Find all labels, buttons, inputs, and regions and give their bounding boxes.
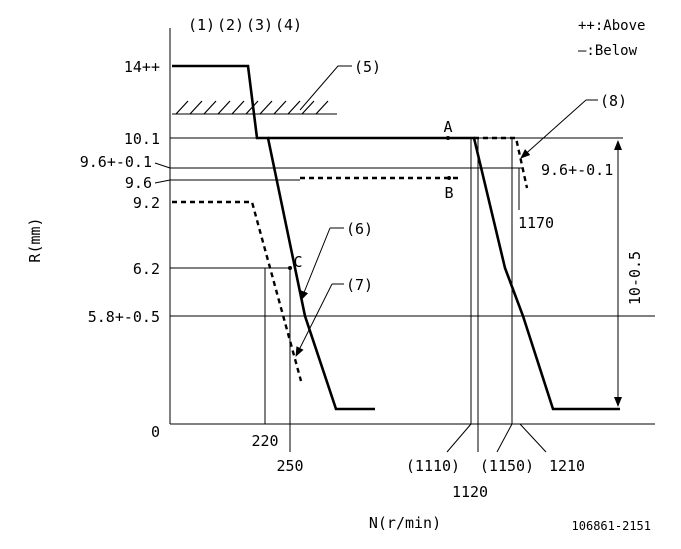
point-c-marker [288,266,292,270]
leader-7-arrow [295,283,333,357]
point-a-label: A [443,118,452,136]
callout-8: (8) [600,92,627,110]
origin-label: 0 [151,423,160,441]
y-axis-label: R(mm) [26,217,44,262]
point-b-label: B [444,184,453,202]
xtick-1170: 1170 [518,214,554,232]
leader-9-6-tol [154,162,171,169]
ytick-9-2: 9.2 [133,194,160,212]
cond-label-3: (3) [246,16,273,34]
right-solid-curve [268,136,620,411]
leader-9-6 [154,179,171,184]
xtick-250: 250 [276,457,303,475]
point-b-marker [447,176,451,180]
xtick-1150: (1150) [480,457,534,475]
vertical-dim-label: 10-0.5 [626,251,644,305]
leader-6-arrow [300,227,331,301]
leader-8-arrow [520,99,587,159]
right-value-label: 9.6+-0.1 [541,161,613,179]
ytick-9-6-tol: 9.6+-0.1 [80,153,152,171]
cond-label-1: (1) [188,16,215,34]
xtick-1210: 1210 [549,457,585,475]
xtick-1110: (1110) [406,457,460,475]
callout-7: (7) [346,276,373,294]
callout-5: (5) [354,58,381,76]
right-dashed-top [474,136,529,189]
ytick-9-6: 9.6 [125,174,152,192]
ytick-10-1: 10.1 [124,130,160,148]
cond-label-4: (4) [275,16,302,34]
ytick-5-8: 5.8+-0.5 [88,308,160,326]
cond-label-2: (2) [217,16,244,34]
leader-5 [299,65,352,111]
leader-1210 [519,423,547,453]
ytick-14: 14++ [124,58,160,76]
xtick-1120: 1120 [452,483,488,501]
point-a-marker [446,136,450,140]
left-dashed-curve [172,200,303,382]
left-solid-curve [172,64,375,411]
legend-below: —:Below [578,43,638,59]
leader-1150 [496,423,513,453]
drawing-id: 106861-2151 [572,519,651,533]
leader-1110 [446,423,472,453]
legend-above: ++:Above [578,18,645,34]
hatch-marks [175,100,329,115]
callout-6: (6) [346,220,373,238]
x-axis-label: N(r/min) [369,514,441,532]
xtick-220: 220 [251,432,278,450]
ytick-6-2: 6.2 [133,260,160,278]
point-c-label: C [293,253,302,271]
